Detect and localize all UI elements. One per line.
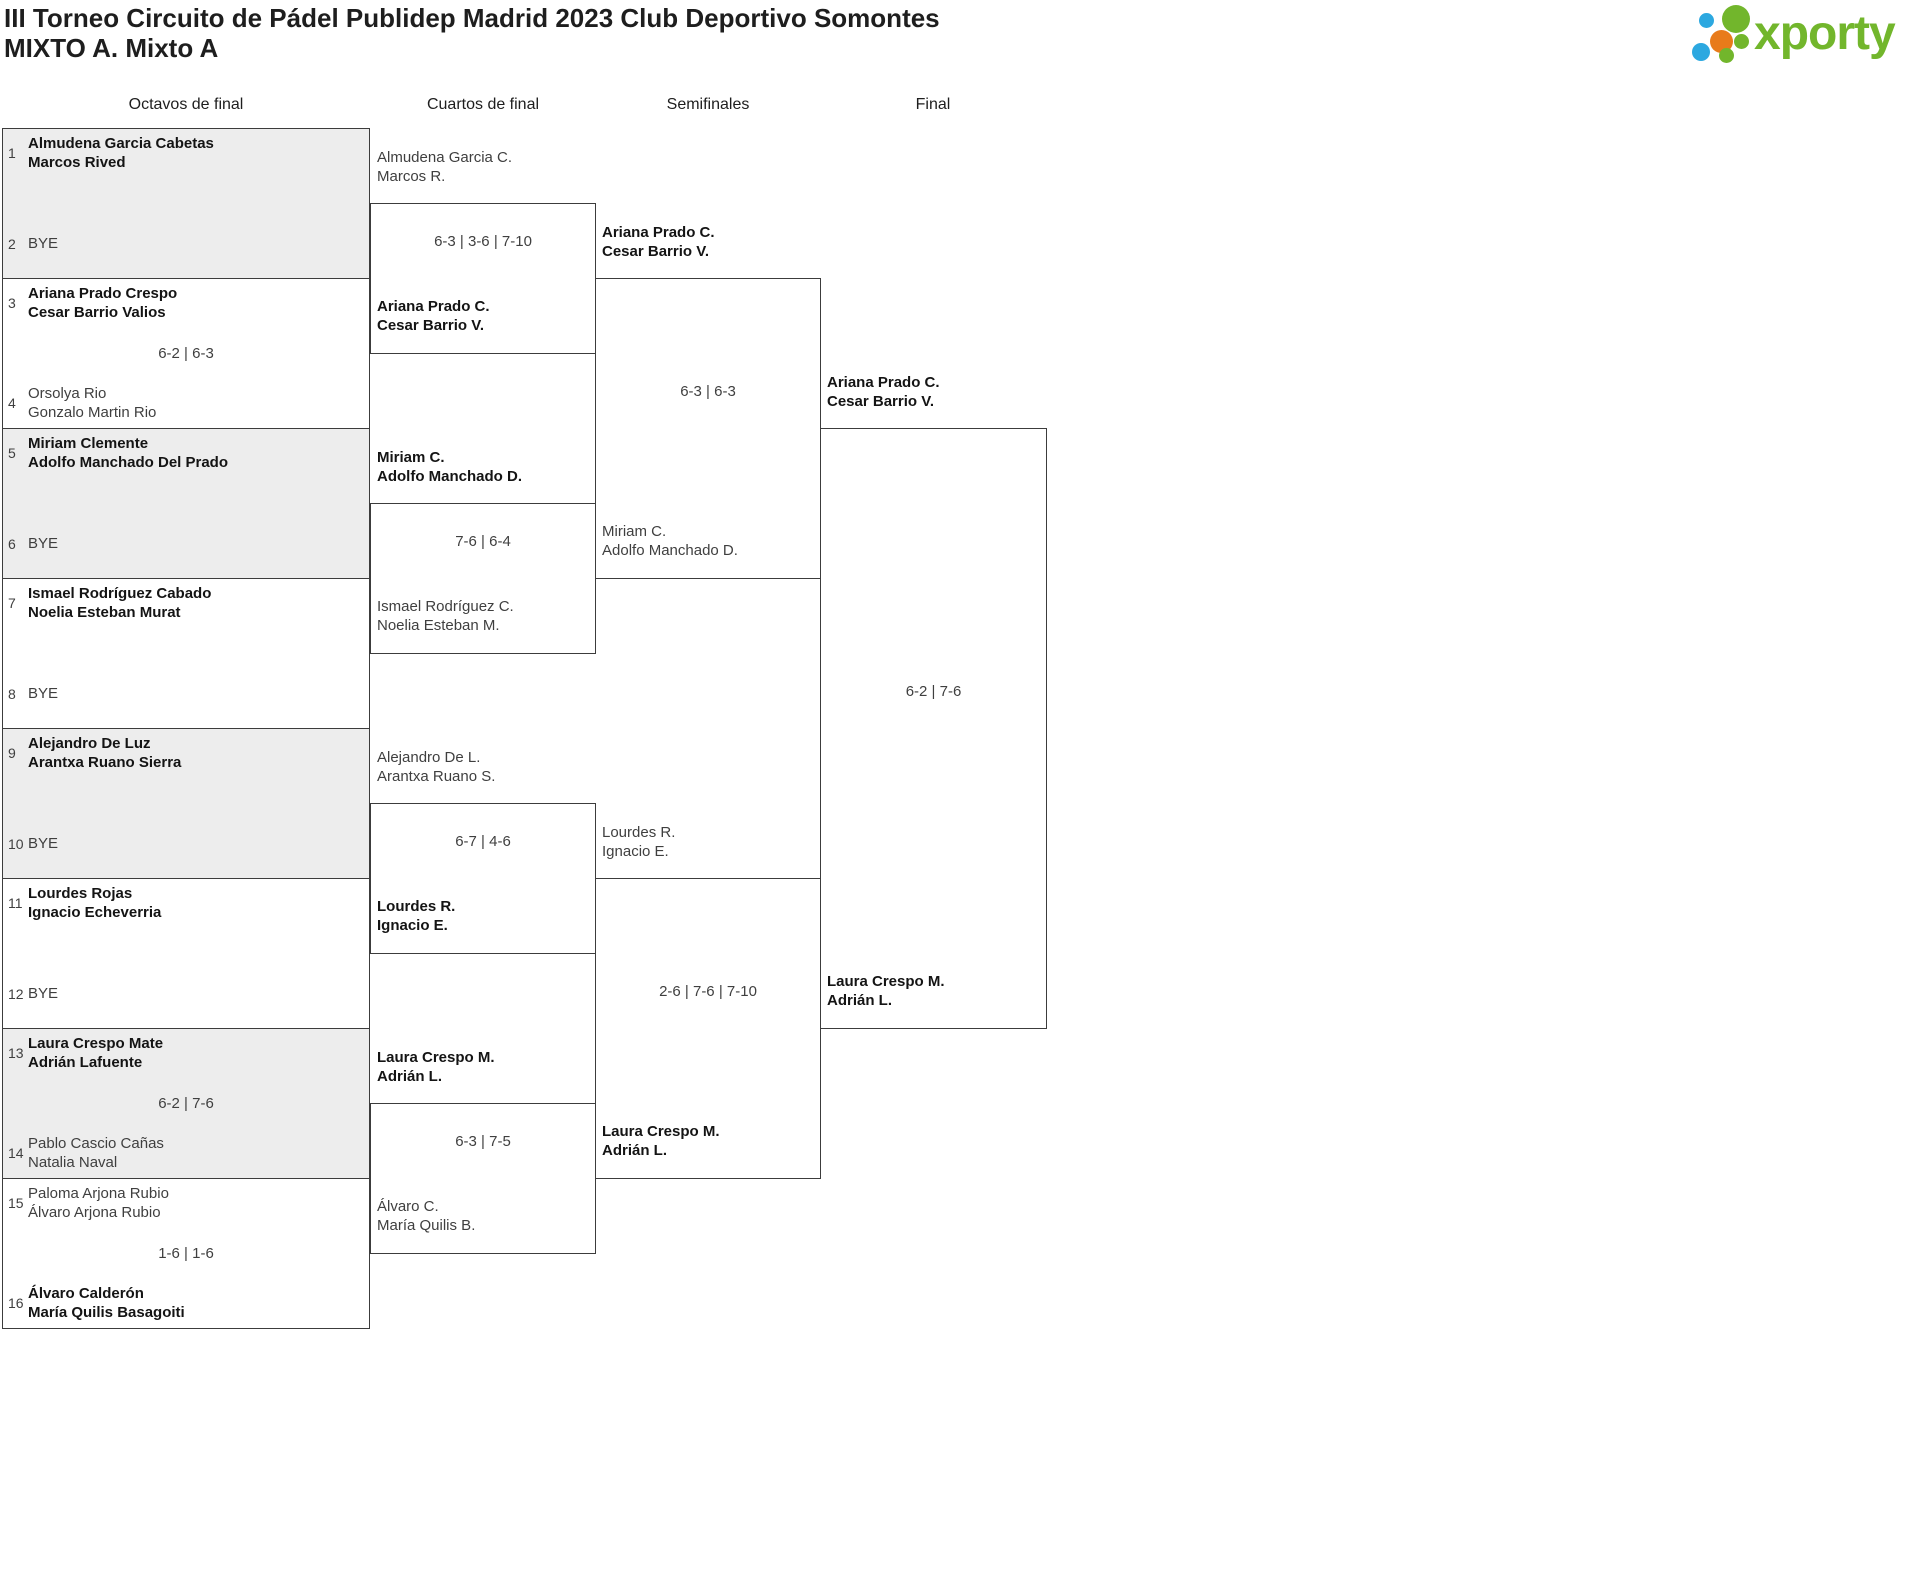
match-score: 6-7 | 4-6 xyxy=(455,833,511,850)
team-names-top: Lourdes R.Ignacio E. xyxy=(602,824,676,860)
logo-dot-green-right xyxy=(1734,34,1749,49)
seed-number: 10 xyxy=(8,835,24,852)
logo-dot-blue-bottom xyxy=(1692,43,1710,61)
match-box xyxy=(820,428,1047,1029)
team-names-bottom: Álvaro C.María Quilis B. xyxy=(377,1198,476,1234)
team-names-bottom: Miriam C.Adolfo Manchado D. xyxy=(602,523,738,559)
logo-dot-green-big xyxy=(1722,5,1750,33)
logo-dot-orange xyxy=(1710,30,1733,53)
team-names-top: Miriam C.Adolfo Manchado D. xyxy=(377,449,522,485)
team-names-top: Ariana Prado C.Cesar Barrio V. xyxy=(827,374,940,410)
team-names-top: Alejandro De L.Arantxa Ruano S. xyxy=(377,749,496,785)
seed-number: 3 xyxy=(8,295,16,311)
page-title: III Torneo Circuito de Pádel Publidep Ma… xyxy=(4,3,940,63)
tournament-title: III Torneo Circuito de Pádel Publidep Ma… xyxy=(4,3,940,33)
team-names: BYE xyxy=(28,535,59,552)
team-names: BYE xyxy=(28,235,59,252)
team-names: BYE xyxy=(28,835,59,852)
match-score: 2-6 | 7-6 | 7-10 xyxy=(659,983,757,1000)
logo-dot-green-small xyxy=(1719,48,1734,63)
column-header-semifinal: Semifinales xyxy=(666,96,750,113)
team-slot-bottom: 8 BYE xyxy=(8,684,365,703)
match-score: 6-2 | 6-3 xyxy=(158,345,214,362)
team-names-top: Almudena Garcia C.Marcos R. xyxy=(377,149,513,185)
seed-number: 9 xyxy=(8,745,16,761)
match-score: 7-6 | 6-4 xyxy=(455,533,511,550)
team-names: BYE xyxy=(28,685,59,702)
column-header-round-of-16: Octavos de final xyxy=(128,96,244,113)
seed-number: 1 xyxy=(8,145,16,161)
match-score: 6-3 | 3-6 | 7-10 xyxy=(434,233,532,250)
seed-number: 13 xyxy=(8,1045,24,1061)
match-score: 6-2 | 7-6 xyxy=(158,1095,214,1112)
seed-number: 15 xyxy=(8,1195,24,1211)
match-score: 6-3 | 6-3 xyxy=(680,383,736,400)
seed-number: 5 xyxy=(8,445,16,461)
seed-number: 11 xyxy=(8,895,23,911)
seed-number: 2 xyxy=(8,235,16,252)
column-header-final: Final xyxy=(915,96,951,113)
match-score: 6-3 | 7-5 xyxy=(455,1133,511,1150)
seed-number: 14 xyxy=(8,1145,24,1161)
logo-wordmark: xporty xyxy=(1754,7,1896,60)
match-score: 1-6 | 1-6 xyxy=(158,1245,214,1262)
team-names-bottom: Ismael Rodríguez C.Noelia Esteban M. xyxy=(377,598,514,634)
column-header-quarterfinal: Cuartos de final xyxy=(426,96,540,113)
match-score: 6-2 | 7-6 xyxy=(905,683,962,700)
xporty-logo: xporty xyxy=(1690,2,1918,70)
seed-number: 16 xyxy=(8,1295,24,1311)
team-names-bottom: Ariana Prado C.Cesar Barrio V. xyxy=(377,298,490,334)
team-names-bottom: Laura Crespo M.Adrián L. xyxy=(827,973,945,1009)
seed-number: 8 xyxy=(8,685,16,702)
team-slot-bottom: 6 BYE xyxy=(8,534,365,553)
category-subtitle: MIXTO A. Mixto A xyxy=(4,33,219,63)
seed-number: 7 xyxy=(8,595,16,611)
team-names-bottom: Laura Crespo M.Adrián L. xyxy=(602,1123,720,1159)
team-names: BYE xyxy=(28,985,59,1002)
team-slot-bottom: 12 BYE xyxy=(8,984,365,1003)
team-slot-bottom: 10 BYE xyxy=(8,834,365,853)
team-names-bottom: Lourdes R.Ignacio E. xyxy=(377,898,456,934)
seed-number: 6 xyxy=(8,535,16,552)
seed-number: 12 xyxy=(8,985,24,1002)
team-names-top: Ariana Prado C.Cesar Barrio V. xyxy=(602,224,715,260)
logo-dot-blue-top xyxy=(1699,13,1714,28)
seed-number: 4 xyxy=(8,395,16,411)
team-names-top: Laura Crespo M.Adrián L. xyxy=(377,1049,495,1085)
team-slot-bottom: 2 BYE xyxy=(8,234,365,253)
